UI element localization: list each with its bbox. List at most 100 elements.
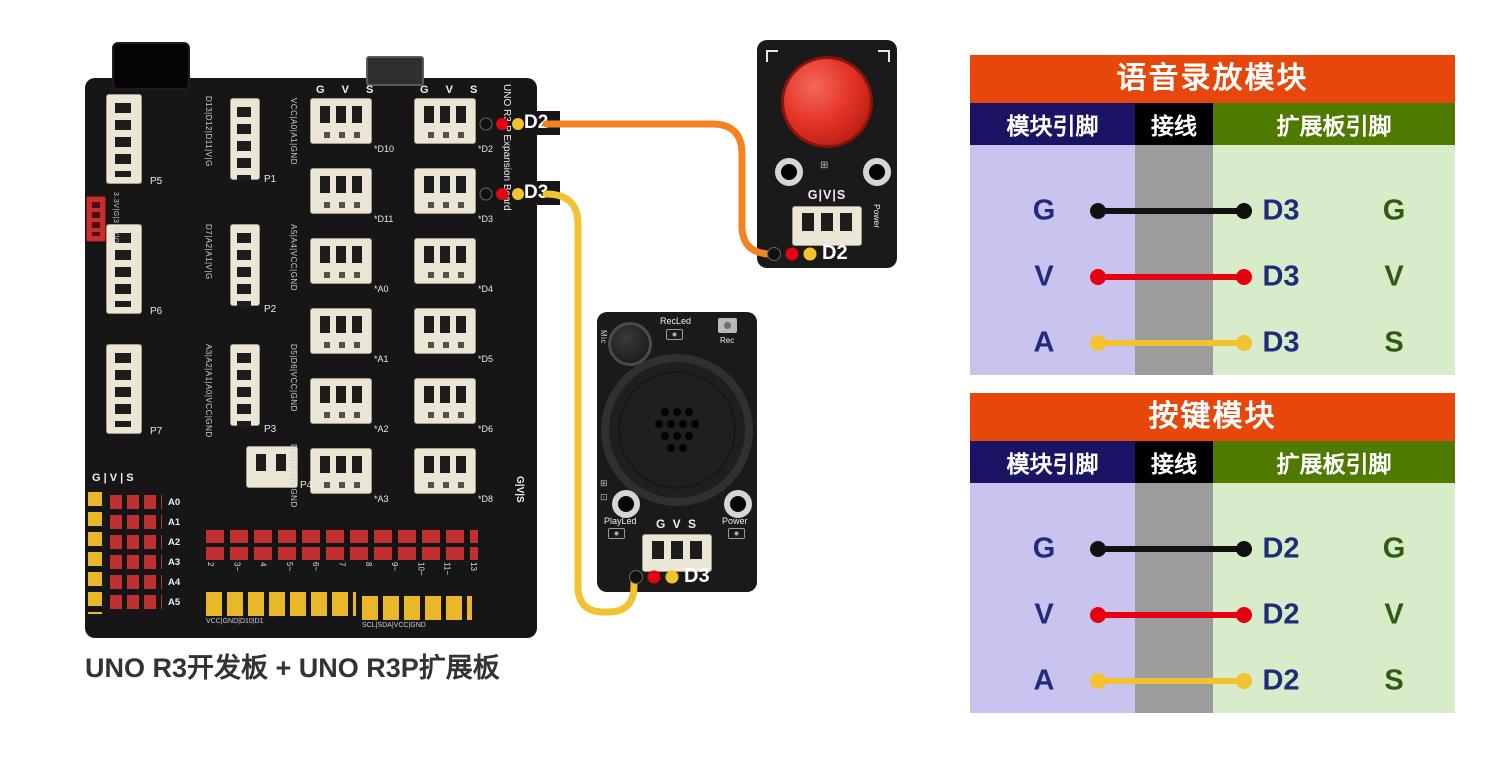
- wire-graphic: [1090, 269, 1252, 285]
- gvs-header-right: G V S: [420, 84, 485, 96]
- fiducial-mark-icon: [878, 50, 890, 62]
- pin-dot-red: [496, 188, 508, 200]
- digital-label: 4: [258, 562, 268, 567]
- digital-label: 8: [363, 562, 373, 567]
- table-title: 按键模块: [970, 393, 1455, 441]
- connector-label: *A0: [374, 284, 389, 294]
- digital-label: 10~: [416, 562, 426, 576]
- mounting-hole-icon: [724, 490, 752, 518]
- analog-row: A0: [110, 494, 180, 510]
- connector-a0: *A0: [310, 238, 389, 308]
- yellow-header-strip: [206, 592, 356, 616]
- board-pin: D3: [1262, 326, 1300, 359]
- pin-dot-yellow: [665, 570, 679, 584]
- connector-label: *D2: [478, 144, 494, 154]
- pin-dot-yellow: [512, 188, 524, 200]
- port-p7-connector: [106, 344, 142, 434]
- table-body: G D2 G V D2 V A: [970, 483, 1455, 713]
- analog-label: A3: [168, 556, 181, 568]
- yellow-header-strip-vertical: [88, 492, 102, 614]
- mounting-hole-icon: [612, 490, 640, 518]
- wire-graphic: [1090, 335, 1252, 351]
- button-pins-label: G|V|S: [807, 188, 847, 202]
- led-chip-icon: [608, 528, 625, 539]
- connector-a2: *A2: [310, 378, 389, 448]
- digital-label: 7: [337, 562, 347, 567]
- board-pin-type: V: [1384, 260, 1404, 293]
- table-header-row: 模块引脚 接线 扩展板引脚: [970, 103, 1455, 145]
- connector-grid: *D10 *D2 *D11 *D3 *A0 *D4 *A1 *D5 *A2 *D…: [310, 98, 493, 518]
- pin-strip: D13|D12|D11|V|G: [204, 96, 213, 167]
- pin-dot-black: [479, 187, 493, 201]
- connector-label: *A2: [374, 424, 389, 434]
- column-board-bg: [1213, 145, 1455, 375]
- analog-label: A0: [168, 496, 181, 508]
- bottom-strip-label: SCL|SDA|VCC|GND: [362, 622, 426, 629]
- pin-dot-yellow: [512, 118, 524, 130]
- connector-d3: *D3: [414, 168, 493, 238]
- board-pin: D3: [1262, 260, 1300, 293]
- board-vertical-title: UNO R3-P Expansion Board: [501, 84, 512, 211]
- gvs-right-label: G|V|S: [514, 476, 525, 503]
- voice-jst-connector: [642, 534, 712, 572]
- jst-connector: [310, 238, 372, 284]
- port-p2-connector: [230, 224, 260, 307]
- connector-d2: *D2: [414, 98, 493, 168]
- button-power-label: Power: [872, 204, 882, 229]
- board-pin-type: G: [1382, 532, 1406, 565]
- header-module-pin: 模块引脚: [970, 103, 1135, 145]
- port-label-p4: P4: [300, 480, 313, 491]
- analog-row: A5: [110, 594, 180, 610]
- digital-header-strip: [206, 547, 478, 560]
- jst-connector: [414, 448, 476, 494]
- connector-d5: *D5: [414, 308, 493, 378]
- port-label-p3: P3: [264, 424, 277, 435]
- column-wire-bg: [1135, 145, 1213, 375]
- diagram-caption: UNO R3开发板 + UNO R3P扩展板: [85, 653, 500, 683]
- pin-strip: A3|A2|A1|A0|VCC|GND: [204, 344, 213, 438]
- column-module-bg: [970, 145, 1135, 375]
- rec-label: Rec: [720, 336, 735, 345]
- port-p5-connector: [106, 94, 142, 184]
- button-wiring-table: 按键模块 模块引脚 接线 扩展板引脚 G D2 G V: [970, 393, 1455, 713]
- red-header-icon: [110, 535, 162, 549]
- header-wiring: 接线: [1135, 103, 1213, 145]
- connector-d10: *D10: [310, 98, 394, 168]
- pin-strip: D5|D6|VCC|GND: [289, 344, 298, 412]
- gvs-header-left: G V S: [316, 84, 381, 96]
- pin-strip: D7|A2|A1|V|G: [204, 224, 213, 280]
- red-header-icon: [110, 515, 162, 529]
- red-header-icon: [110, 575, 162, 589]
- pin-strip: VCC|A0|A1|GND: [289, 98, 298, 165]
- pin-strip-3v3: 3.3V|G|3.3V|G: [112, 192, 119, 244]
- module-pin: G: [1032, 532, 1056, 565]
- analog-label: A2: [168, 536, 181, 548]
- rec-button: [718, 318, 737, 333]
- module-pin: G: [1032, 194, 1056, 227]
- connector-label: *D5: [478, 354, 494, 364]
- module-pin: V: [1034, 260, 1054, 293]
- board-pin: D3: [1262, 194, 1300, 227]
- digital-label: 3~: [232, 562, 242, 572]
- module-pin: A: [1033, 326, 1055, 359]
- board-pin-type: G: [1382, 194, 1406, 227]
- voice-wire-tag: D3: [684, 565, 710, 587]
- module-pin: A: [1033, 664, 1055, 697]
- jst-connector: [414, 168, 476, 214]
- digital-label: 11~: [442, 562, 452, 575]
- pin-dot-red: [785, 247, 799, 261]
- speaker-holes: [655, 408, 699, 452]
- voice-pins-label: G V S: [655, 517, 698, 531]
- connector-a1: *A1: [310, 308, 389, 378]
- wire-d3-yellow: [542, 190, 638, 616]
- port-p6-connector: [106, 224, 142, 314]
- digital-header-strip: [206, 530, 478, 543]
- port-p1-connector: [230, 98, 260, 181]
- column-wire-bg: [1135, 483, 1213, 713]
- connector-label: *D10: [374, 144, 395, 154]
- digital-label: 2: [206, 562, 215, 567]
- gvs-bottom-label: G | V | S: [92, 472, 134, 484]
- header-board-pin: 扩展板引脚: [1213, 103, 1455, 145]
